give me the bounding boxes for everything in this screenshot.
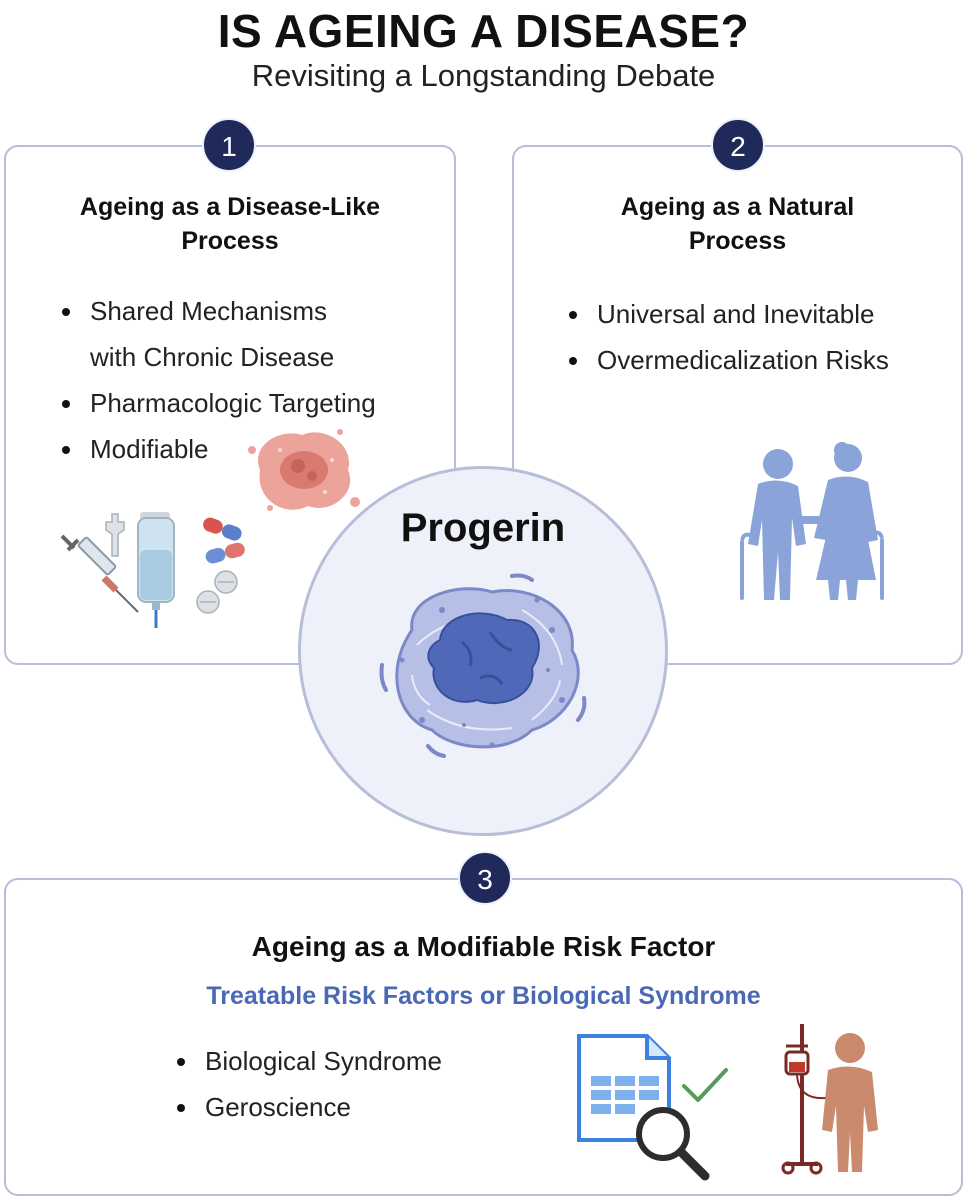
syringe-icon bbox=[60, 534, 139, 613]
panel-3-heading: Ageing as a Modifiable Risk Factor bbox=[251, 931, 716, 962]
progerin-label: Progerin bbox=[400, 506, 566, 550]
patient-with-iv-icon bbox=[781, 1024, 878, 1175]
spreadsheet-search-icon bbox=[577, 1034, 710, 1181]
panel-2-bullets: Universal and Inevitable Overmedicalizat… bbox=[565, 291, 955, 383]
panel-1-heading: Ageing as a Disease-Like Process bbox=[4, 190, 456, 258]
panel-3-subheading: Treatable Risk Factors or Biological Syn… bbox=[206, 982, 761, 1010]
panel-1-heading-line1: Ageing as a Disease-Like bbox=[79, 193, 381, 221]
panel-2-bullet: Universal and Inevitable bbox=[565, 291, 955, 337]
panel-1-number-badge: 1 bbox=[202, 118, 256, 172]
elderly-couple-icon bbox=[740, 442, 884, 600]
pill-capsules-icon bbox=[196, 517, 245, 614]
panel-1-heading-line2: Process bbox=[181, 227, 279, 255]
progerin-cell-icon bbox=[379, 573, 587, 758]
checkmark-icon bbox=[682, 1068, 728, 1102]
page-title: IS AGEING A DISEASE? bbox=[217, 5, 750, 57]
panel-1-bullet: Pharmacologic Targeting bbox=[58, 380, 438, 426]
panel-3-bullet: Geroscience bbox=[173, 1084, 513, 1130]
panel-3-bullet: Biological Syndrome bbox=[173, 1038, 513, 1084]
panel-1-bullet-continuation: with Chronic Disease bbox=[90, 342, 335, 372]
panel-2-heading: Ageing as a Natural Process bbox=[512, 190, 963, 258]
panel-3-number-badge: 3 bbox=[458, 851, 512, 905]
iv-bag-icon bbox=[105, 512, 175, 628]
panel-1-bullet: Modifiable bbox=[58, 426, 438, 472]
page-subtitle: Revisiting a Longstanding Debate bbox=[251, 58, 716, 93]
panel-2-heading-line1: Ageing as a Natural bbox=[620, 193, 855, 221]
panel-1-bullets: Shared Mechanisms with Chronic Disease P… bbox=[58, 288, 438, 472]
panel-2-bullet: Overmedicalization Risks bbox=[565, 337, 955, 383]
damaged-cell-icon bbox=[248, 429, 360, 511]
panel-2-number-badge: 2 bbox=[711, 118, 765, 172]
panel-1-bullet: Shared Mechanisms bbox=[58, 288, 438, 334]
panel-3-bullets: Biological Syndrome Geroscience bbox=[173, 1038, 513, 1130]
panel-2-heading-line2: Process bbox=[688, 227, 787, 255]
